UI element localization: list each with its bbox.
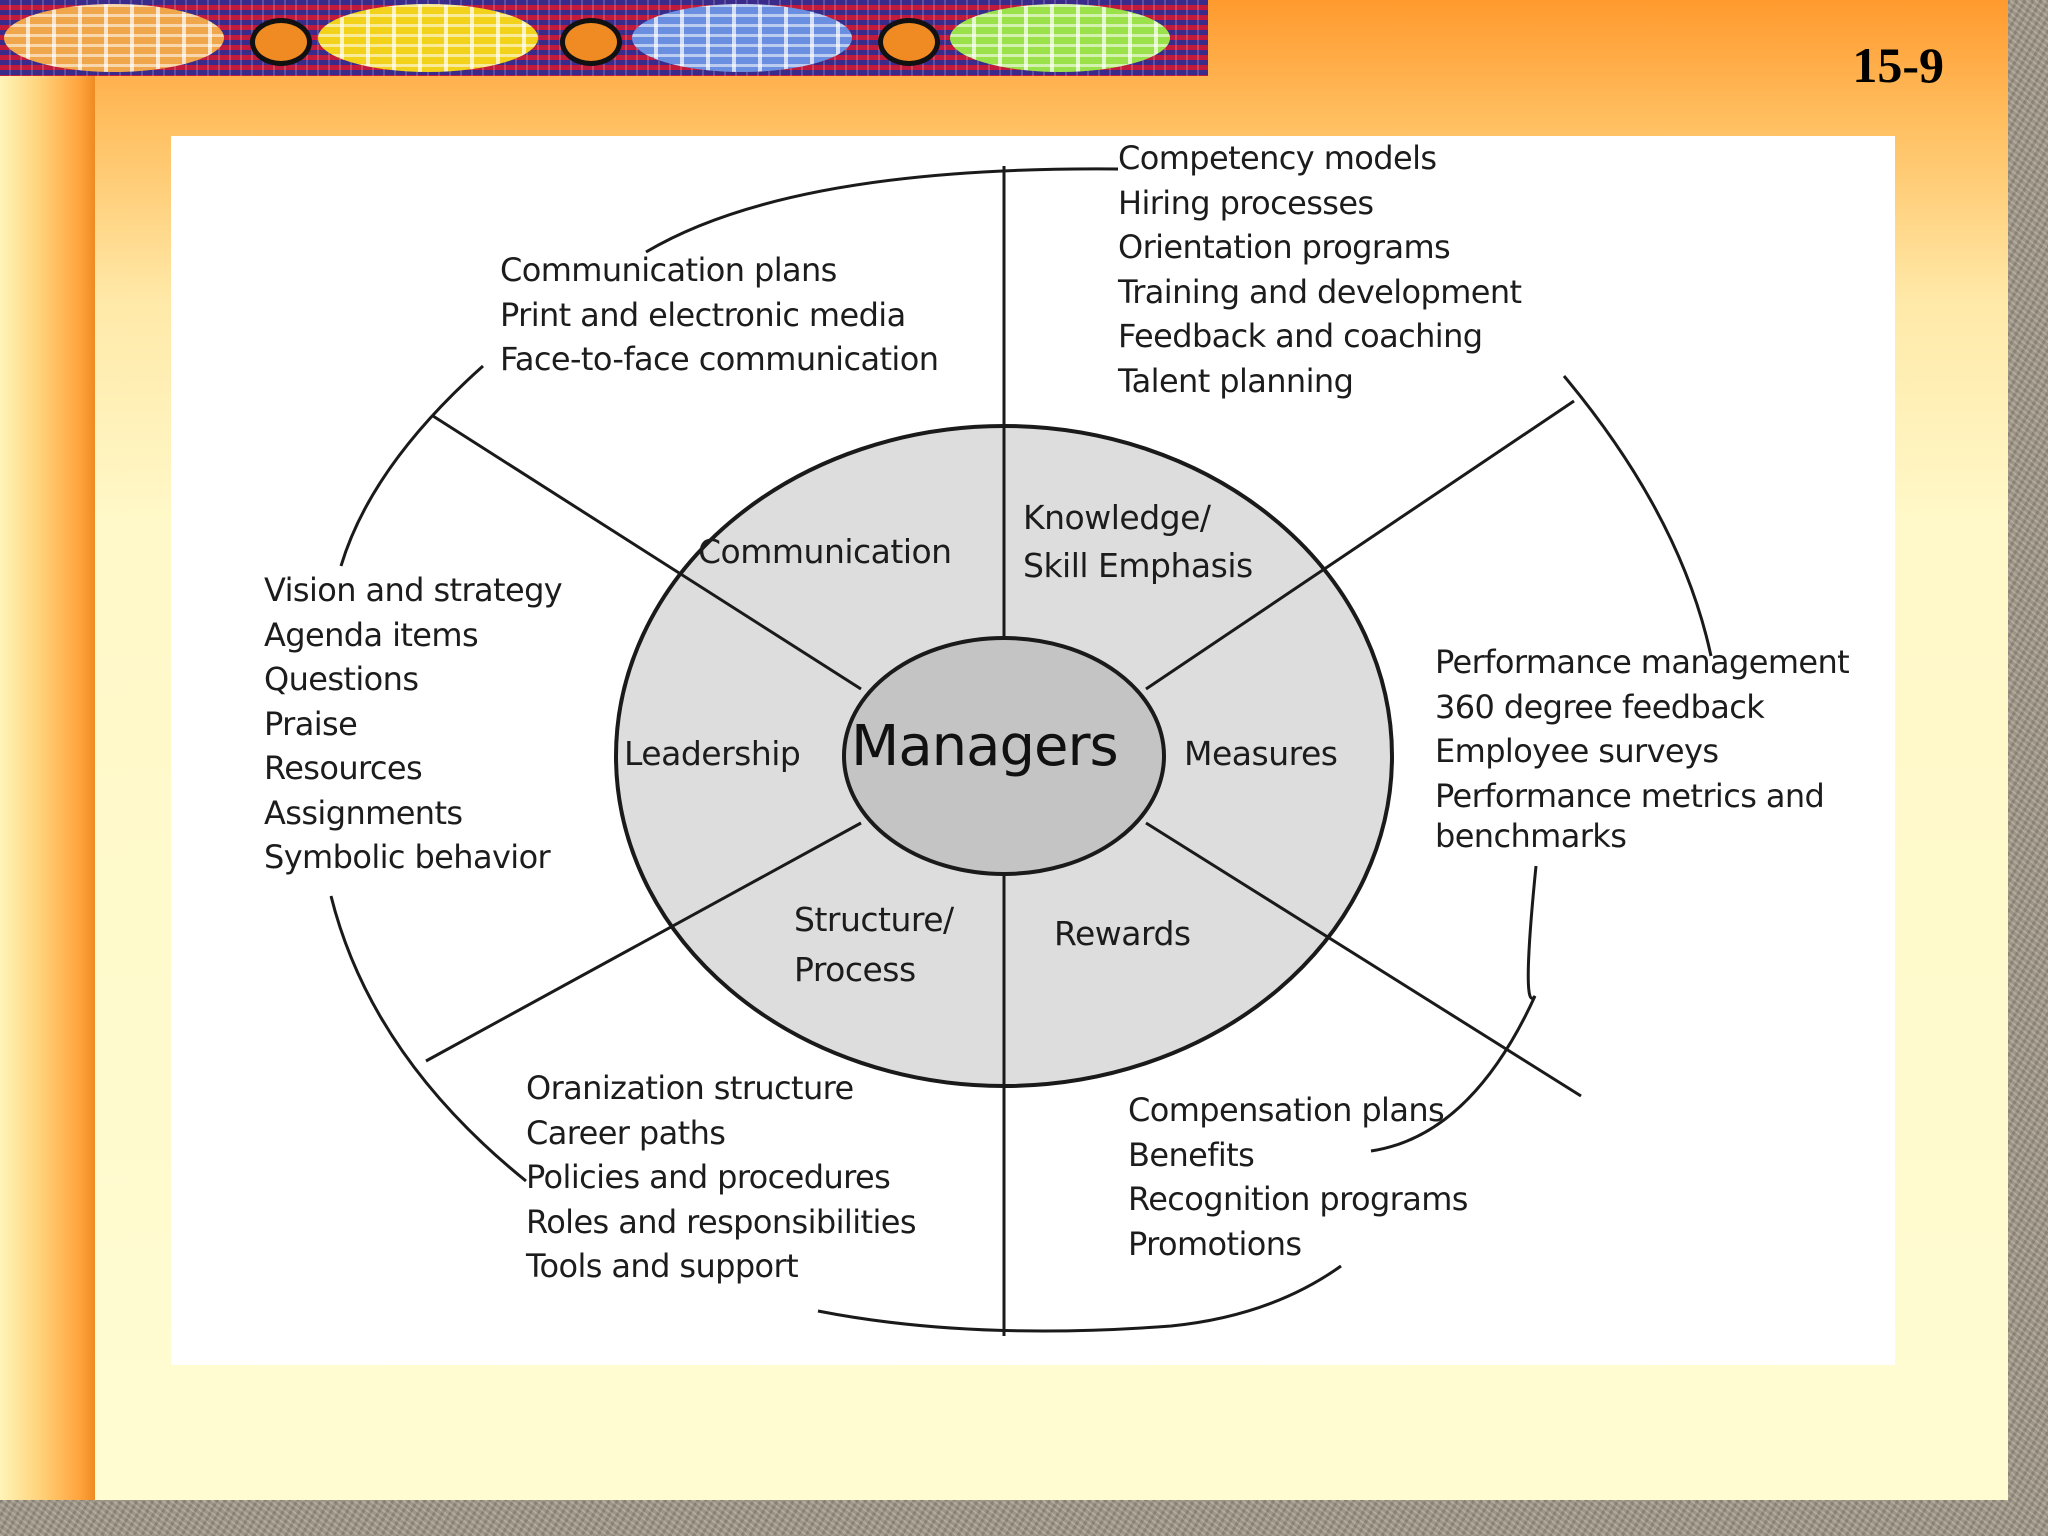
list-item: Recognition programs — [1128, 1180, 1468, 1218]
list-measures: Performance management 360 degree feedba… — [1435, 640, 1850, 859]
list-item: Compensation plans — [1128, 1091, 1445, 1129]
diagram-svg — [329, 166, 1713, 1336]
spoke-upper-left — [432, 414, 862, 691]
banner-bead — [250, 18, 312, 66]
list-item: Tools and support — [526, 1247, 799, 1285]
banner-leaf-blue — [632, 4, 852, 72]
list-item: Competency models — [1118, 139, 1437, 177]
outer-arc-bottom — [817, 1264, 1342, 1333]
list-rewards: Compensation plans Benefits Recognition … — [1128, 1088, 1468, 1266]
list-item: Vision and strategy — [264, 571, 563, 609]
list-item: Benefits — [1128, 1135, 1255, 1174]
center-ellipse — [842, 636, 1166, 876]
banner-bead — [878, 18, 940, 66]
list-item: Oranization structure — [526, 1069, 854, 1107]
list-communication: Communication plans Print and electronic… — [500, 248, 939, 382]
segment-label-leadership: Leadership — [624, 734, 801, 773]
segment-label-knowledge-line2: Skill Emphasis — [1023, 546, 1253, 585]
banner-leaf-green — [950, 4, 1170, 72]
list-item: Promotions — [1128, 1224, 1302, 1263]
list-item: Agenda items — [264, 615, 479, 654]
outer-arc-lower-left — [329, 895, 527, 1183]
decorative-banner — [0, 0, 1208, 76]
list-item: 360 degree feedback — [1435, 687, 1765, 726]
list-item: Assignments — [264, 793, 463, 832]
list-item: benchmarks — [1435, 817, 1627, 855]
list-item: Resources — [264, 749, 423, 787]
outer-arc-right — [1562, 375, 1713, 657]
left-accent-bar — [0, 70, 95, 1500]
spokes — [425, 166, 1582, 1336]
list-item: Policies and procedures — [526, 1158, 891, 1196]
spoke-lower-left — [425, 821, 862, 1063]
segment-label-knowledge-line1: Knowledge/ — [1023, 498, 1211, 537]
list-item: Communication plans — [500, 251, 837, 289]
list-leadership: Vision and strategy Agenda items Questio… — [264, 568, 563, 880]
list-item: Orientation programs — [1118, 228, 1451, 266]
spoke-upper-right — [1145, 399, 1575, 691]
banner-leaf-yellow — [318, 4, 538, 72]
segment-label-rewards: Rewards — [1054, 914, 1191, 953]
list-item: Face-to-face communication — [500, 340, 939, 378]
list-item: Questions — [264, 660, 419, 698]
center-label: Managers — [851, 714, 1119, 779]
outer-arc-lower-right — [1370, 865, 1538, 1153]
outer-arc-top — [645, 167, 1119, 254]
list-item: Talent planning — [1118, 361, 1354, 400]
banner-leaf-orange — [4, 4, 224, 72]
diagram-figure: Managers Communication Knowledge/ Skill … — [171, 136, 1895, 1365]
list-item: Print and electronic media — [500, 295, 906, 334]
list-item: Symbolic behavior — [264, 838, 551, 876]
list-item: Hiring processes — [1118, 183, 1374, 222]
list-item: Training and development — [1118, 272, 1522, 311]
list-item: Praise — [264, 704, 358, 743]
spoke-lower-right — [1145, 821, 1582, 1098]
list-item: Performance management — [1435, 643, 1850, 681]
slide: 15-9 — [0, 0, 2008, 1500]
list-knowledge: Competency models Hiring processes Orien… — [1118, 136, 1522, 403]
banner-bead — [560, 18, 622, 66]
list-item: Career paths — [526, 1113, 726, 1152]
list-structure: Oranization structure Career paths Polic… — [526, 1066, 917, 1289]
segment-label-measures: Measures — [1184, 734, 1338, 773]
list-item: Feedback and coaching — [1118, 317, 1483, 355]
segment-label-structure-line1: Structure/ — [794, 900, 954, 939]
segment-label-structure-line2: Process — [794, 950, 916, 989]
outer-ring-arcs — [329, 167, 1713, 1333]
segment-label-communication: Communication — [698, 532, 952, 571]
list-item: Employee surveys — [1435, 732, 1719, 770]
slide-number: 15-9 — [1852, 37, 1944, 93]
list-item: Performance metrics and — [1435, 776, 1825, 815]
list-item: Roles and responsibilities — [526, 1202, 917, 1241]
outer-arc-upper-left — [339, 364, 484, 567]
